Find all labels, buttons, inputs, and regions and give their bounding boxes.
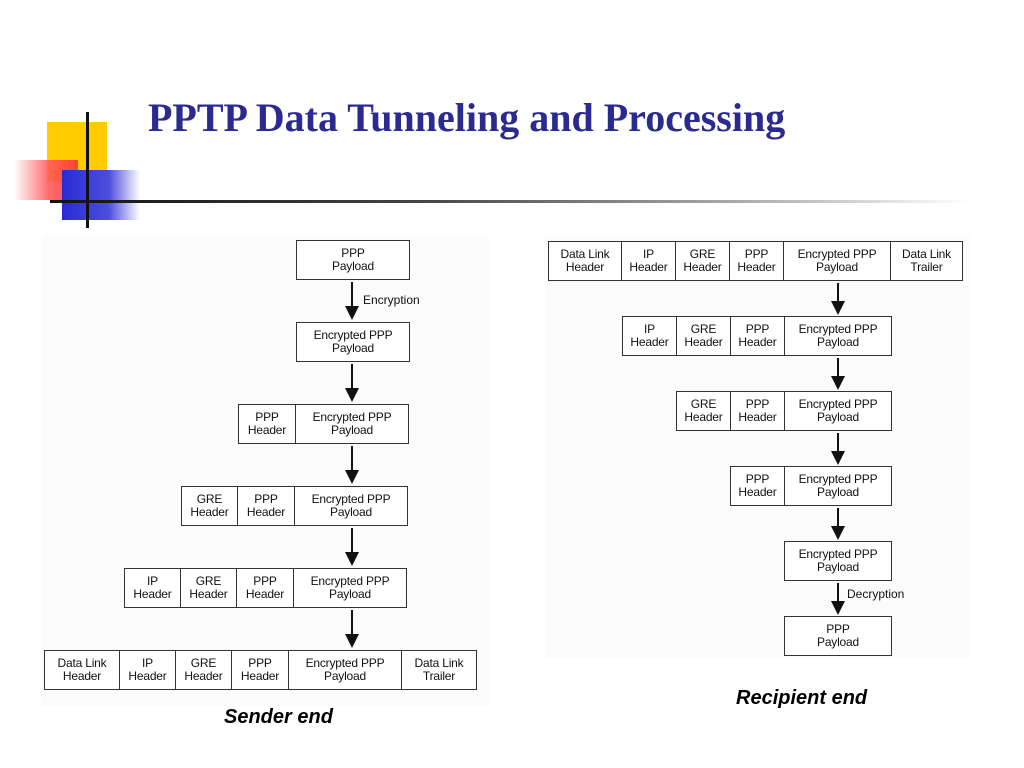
- sender-cell-gre-header: GRE Header: [180, 568, 237, 608]
- recipient-row-1: Data Link Header IP Header GRE Header PP…: [548, 241, 963, 281]
- sender-cell-encrypted-payload: Encrypted PPP Payload: [293, 568, 407, 608]
- sender-row-5: IP Header GRE Header PPP Header Encrypte…: [124, 568, 407, 608]
- recipient-cell-gre-header: GRE Header: [675, 241, 730, 281]
- recipient-row-2: IP Header GRE Header PPP Header Encrypte…: [622, 316, 892, 356]
- title-underline: [50, 200, 970, 203]
- recipient-arrow-3: [831, 433, 845, 465]
- sender-arrow-4: [345, 528, 359, 566]
- recipient-row-4: PPP Header Encrypted PPP Payload: [730, 466, 892, 506]
- sender-cell-datalink-header: Data Link Header: [44, 650, 120, 690]
- recipient-cell-ppp-header: PPP Header: [730, 391, 785, 431]
- recipient-caption: Recipient end: [736, 687, 868, 709]
- recipient-cell-datalink-header: Data Link Header: [548, 241, 622, 281]
- decor-vertical-line: [86, 112, 89, 228]
- slide-title: PPTP Data Tunneling and Processing: [148, 95, 786, 140]
- recipient-cell-ppp-header: PPP Header: [729, 241, 784, 281]
- sender-arrow-2: [345, 364, 359, 402]
- sender-cell-ppp-payload: PPP Payload: [296, 240, 410, 280]
- recipient-cell-datalink-trailer: Data Link Trailer: [890, 241, 963, 281]
- sender-cell-ppp-header: PPP Header: [238, 404, 296, 444]
- recipient-arrow-4: [831, 508, 845, 540]
- sender-arrow-5: [345, 610, 359, 648]
- sender-row-6: Data Link Header IP Header GRE Header PP…: [44, 650, 477, 690]
- recipient-cell-ppp-header: PPP Header: [730, 466, 785, 506]
- recipient-cell-encrypted-payload: Encrypted PPP Payload: [784, 316, 892, 356]
- recipient-row-3: GRE Header PPP Header Encrypted PPP Payl…: [676, 391, 892, 431]
- recipient-cell-encrypted-payload: Encrypted PPP Payload: [784, 391, 892, 431]
- decryption-label: Decryption: [847, 587, 905, 601]
- recipient-arrow-1: [831, 283, 845, 315]
- sender-cell-ip-header: IP Header: [124, 568, 181, 608]
- sender-row-1: PPP Payload: [296, 240, 410, 280]
- sender-arrow-1: [345, 282, 359, 320]
- sender-caption: Sender end: [224, 706, 333, 728]
- sender-cell-encrypted-payload: Encrypted PPP Payload: [295, 404, 409, 444]
- recipient-cell-encrypted-payload: Encrypted PPP Payload: [784, 541, 892, 581]
- recipient-row-6: PPP Payload: [784, 616, 892, 656]
- recipient-cell-ppp-header: PPP Header: [730, 316, 785, 356]
- recipient-arrow-5: [831, 583, 845, 615]
- sender-cell-gre-header: GRE Header: [181, 486, 238, 526]
- sender-cell-gre-header: GRE Header: [175, 650, 232, 690]
- sender-diagram: [42, 236, 489, 706]
- sender-row-4: GRE Header PPP Header Encrypted PPP Payl…: [181, 486, 408, 526]
- sender-cell-ppp-header: PPP Header: [231, 650, 289, 690]
- sender-row-2: Encrypted PPP Payload: [296, 322, 410, 362]
- recipient-cell-gre-header: GRE Header: [676, 391, 731, 431]
- decor-blue-square: [62, 170, 140, 220]
- recipient-cell-ip-header: IP Header: [622, 316, 677, 356]
- sender-cell-ppp-header: PPP Header: [236, 568, 294, 608]
- recipient-cell-ppp-payload: PPP Payload: [784, 616, 892, 656]
- recipient-cell-encrypted-payload: Encrypted PPP Payload: [784, 466, 892, 506]
- sender-cell-ppp-header: PPP Header: [237, 486, 295, 526]
- sender-row-3: PPP Header Encrypted PPP Payload: [238, 404, 409, 444]
- sender-cell-encrypted-payload: Encrypted PPP Payload: [288, 650, 402, 690]
- recipient-cell-encrypted-payload: Encrypted PPP Payload: [783, 241, 891, 281]
- recipient-cell-gre-header: GRE Header: [676, 316, 731, 356]
- encryption-label: Encryption: [363, 293, 420, 307]
- recipient-diagram: [545, 236, 970, 658]
- recipient-row-5: Encrypted PPP Payload: [784, 541, 892, 581]
- recipient-cell-ip-header: IP Header: [621, 241, 676, 281]
- sender-cell-encrypted-payload: Encrypted PPP Payload: [296, 322, 410, 362]
- sender-cell-datalink-trailer: Data Link Trailer: [401, 650, 477, 690]
- sender-cell-ip-header: IP Header: [119, 650, 176, 690]
- sender-arrow-3: [345, 446, 359, 484]
- recipient-arrow-2: [831, 358, 845, 390]
- sender-cell-encrypted-payload: Encrypted PPP Payload: [294, 486, 408, 526]
